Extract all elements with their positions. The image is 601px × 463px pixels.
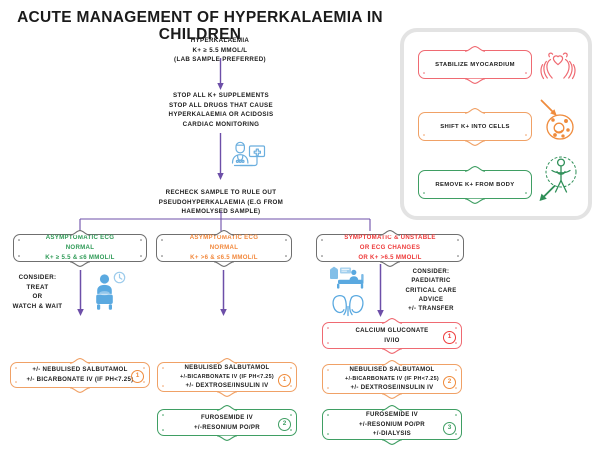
legend-label: REMOVE K+ FROM BODY [435,181,515,188]
arrow-right-branch [377,264,384,317]
nub-bottom [381,347,403,354]
consider-left: CONSIDER: TREAT OR WATCH & WAIT [0,273,75,311]
nub-bottom [216,434,238,441]
consider-left-line-1: CONSIDER: [18,274,57,281]
branch-splitter [79,211,371,231]
nub-bottom [464,77,486,84]
treatment-box-middle-2[interactable]: FUROSEMIDE IV +/-RESONIUM PO/PR 2 [157,404,297,441]
treatment-box-right-2[interactable]: NEBULISED SALBUTAMOL +/-BICARBONATE IV (… [322,359,462,399]
nub-top [464,107,486,114]
legend-panel: STABILIZE MYOCARDIUM SHIFT K+ INTO CELLS… [400,28,592,220]
legend-label: SHIFT K+ INTO CELLS [440,123,510,130]
treatment-middle-2-line-1: FUROSEMIDE IV [201,413,253,421]
legend-label: STABILIZE MYOCARDIUM [435,61,515,68]
consider-right: CONSIDER: PAEDIATRIC CRITICAL CARE ADVIC… [386,268,476,314]
start-line-2: K+ ≥ 5.5 MMOL/L [192,46,248,54]
stop-line-4: CARDIAC MONITORING [182,120,260,128]
condition-middle-line-1: ASYMPTOMATIC ECG [189,234,259,242]
kidneys-icon [332,295,364,317]
treatment-right-1-line-1: CALCIUM GLUCONATE [355,326,429,334]
condition-box-middle[interactable]: ASYMPTOMATIC ECG NORMAL K+ >6 & ≤6.5 MMO… [156,229,292,267]
nub-bottom [464,139,486,146]
condition-right-line-1: SYMPTOMATIC & UNSTABLE [344,234,436,242]
clinician-monitor-icon [231,141,266,167]
arrow-middle-branch [220,270,227,316]
treatment-middle-2-line-2: +/-RESONIUM PO/PR [194,423,260,431]
hospital-bed-icon [330,266,364,289]
recheck-line-2: PSEUDOHYPERKALAEMIA (E.G FROM [158,198,284,206]
arrow-left-branch [77,270,84,316]
consider-left-line-3: OR [32,293,43,301]
consider-left-line-2: TREAT [26,283,49,291]
page-title: ACUTE MANAGEMENT OF HYPERKALAEMIA IN CHI… [17,9,383,44]
stop-line-1: STOP ALL K+ SUPPLEMENTS [172,92,269,99]
stop-line-2: STOP ALL DRUGS THAT CAUSE [169,101,273,109]
nub-bottom [216,390,238,397]
step-badge: 3 [443,422,456,435]
consider-right-line-3: CRITICAL CARE [405,287,457,294]
recheck-line-1: RECHECK SAMPLE TO RULE OUT [165,189,277,196]
legend-item-shift[interactable]: SHIFT K+ INTO CELLS [418,107,532,146]
body-arrow-out-icon [539,156,577,201]
condition-right-line-2: OR ECG CHANGES [359,244,421,252]
consider-right-line-4: ADVICE [418,296,444,303]
condition-middle-line-2: NORMAL [209,244,239,252]
condition-box-right[interactable]: SYMPTOMATIC & UNSTABLE OR ECG CHANGES OR… [316,229,464,267]
start-line-1: HYPERKALAEMIA [190,37,250,44]
treatment-box-right-1[interactable]: CALCIUM GLUCONATE IV/IO 1 [322,317,462,354]
nub-top [464,45,486,52]
arrow-start-to-stop [217,58,224,90]
step-badge: 2 [278,418,291,431]
seated-patient-clock-icon [96,271,126,310]
condition-middle-line-3: K+ >6 & ≤6.5 MMOL/L [190,253,258,261]
cell-arrow-in-icon [540,99,574,140]
condition-box-left[interactable]: ASYMPTOMATIC ECG NORMAL K+ ≥ 5.5 & ≤6 MM… [13,229,147,267]
treatment-middle-1-line-1: NEBULISED SALBUTAMOL [184,363,270,371]
consider-right-line-1: CONSIDER: [412,269,450,275]
condition-left-line-2: NORMAL [65,244,95,252]
nub-top [381,317,403,324]
treatment-box-right-3[interactable]: FUROSEMIDE IV +/-RESONIUM PO/PR +/-DIALY… [322,404,462,445]
nub-top [216,404,238,411]
treatment-right-3-line-1: FUROSEMIDE IV [366,410,418,418]
consider-right-line-2: PAEDIATRIC [411,278,451,285]
heart-in-hands-icon [540,52,576,80]
consider-right-line-5: +/- TRANSFER [408,306,454,313]
treatment-box-left-1[interactable]: +/- NEBULISED SALBUTAMOL +/- BICARBONATE… [10,357,150,393]
treatment-right-1-line-2: IV/IO [384,336,400,344]
legend-item-remove[interactable]: REMOVE K+ FROM BODY [418,165,532,204]
treatment-right-2-line-1: NEBULISED SALBUTAMOL [349,365,435,373]
condition-left-line-3: K+ ≥ 5.5 & ≤6 MMOL/L [45,253,115,261]
condition-left-line-1: ASYMPTOMATIC ECG [45,234,115,242]
treatment-right-3-line-3: +/-DIALYSIS [372,430,412,438]
stop-line-3: HYPERKALAEMIA OR ACIDOSIS [168,111,274,119]
arrow-stop-to-recheck [217,133,224,180]
treatment-box-middle-1[interactable]: NEBULISED SALBUTAMOL +/-BICARBONATE IV (… [157,357,297,397]
legend-item-stabilize[interactable]: STABILIZE MYOCARDIUM [418,45,532,84]
nub-bottom [69,386,91,393]
treatment-middle-1-line-2: +/-BICARBONATE IV (IF PH<7.25) [180,373,274,380]
step-badge: 1 [131,370,144,383]
treatment-left-1-line-1: +/- NEBULISED SALBUTAMOL [32,366,128,374]
stop-drugs-node: STOP ALL K+ SUPPLEMENTS STOP ALL DRUGS T… [150,91,292,129]
treatment-right-2-line-2: +/-BICARBONATE IV (IF PH<7.25) [345,375,439,382]
treatment-middle-1-line-3: +/- DEXTROSE/INSULIN IV [185,382,269,390]
condition-right-line-3: OR K+ >6.5 MMOL/L [358,253,422,261]
nub-top [464,165,486,172]
step-badge: 1 [278,374,291,387]
nub-bottom [381,392,403,399]
nub-top [69,357,91,364]
nub-bottom [464,197,486,204]
treatment-left-1-line-2: +/- BICARBONATE IV (IF PH<7.25) [26,376,134,383]
step-badge: 2 [443,376,456,389]
treatment-right-3-line-2: +/-RESONIUM PO/PR [359,420,425,428]
nub-bottom [381,438,403,445]
treatment-right-2-line-3: +/- DEXTROSE/INSULIN IV [350,384,434,392]
consider-left-line-4: WATCH & WAIT [12,302,63,310]
step-badge: 1 [443,331,456,344]
